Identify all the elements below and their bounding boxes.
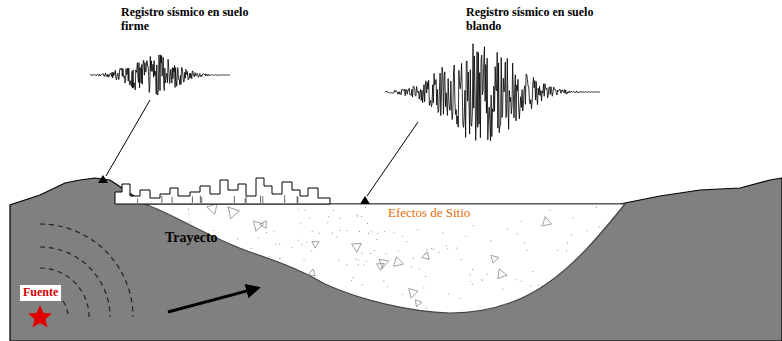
path-arrow [168,288,258,312]
leader-line [106,100,150,176]
station-firm [98,175,108,183]
site-effects-label: Efectos de Sitio [388,206,470,221]
leader-line [367,122,418,196]
city-skyline [115,178,330,204]
seismograms [90,44,600,141]
wavefronts [40,224,133,317]
sediment-texture [188,204,600,309]
bedrock-terrain [10,178,782,341]
path-label: Trayecto [165,230,218,246]
source-label: Fuente [20,285,61,301]
record-label: Registro sísmico en suelo blando [466,6,596,34]
station-soft [360,196,370,204]
soft-soil-basin [145,204,625,313]
record-label: Registro sísmico en suelo firme [121,6,251,34]
source-star [28,305,52,328]
